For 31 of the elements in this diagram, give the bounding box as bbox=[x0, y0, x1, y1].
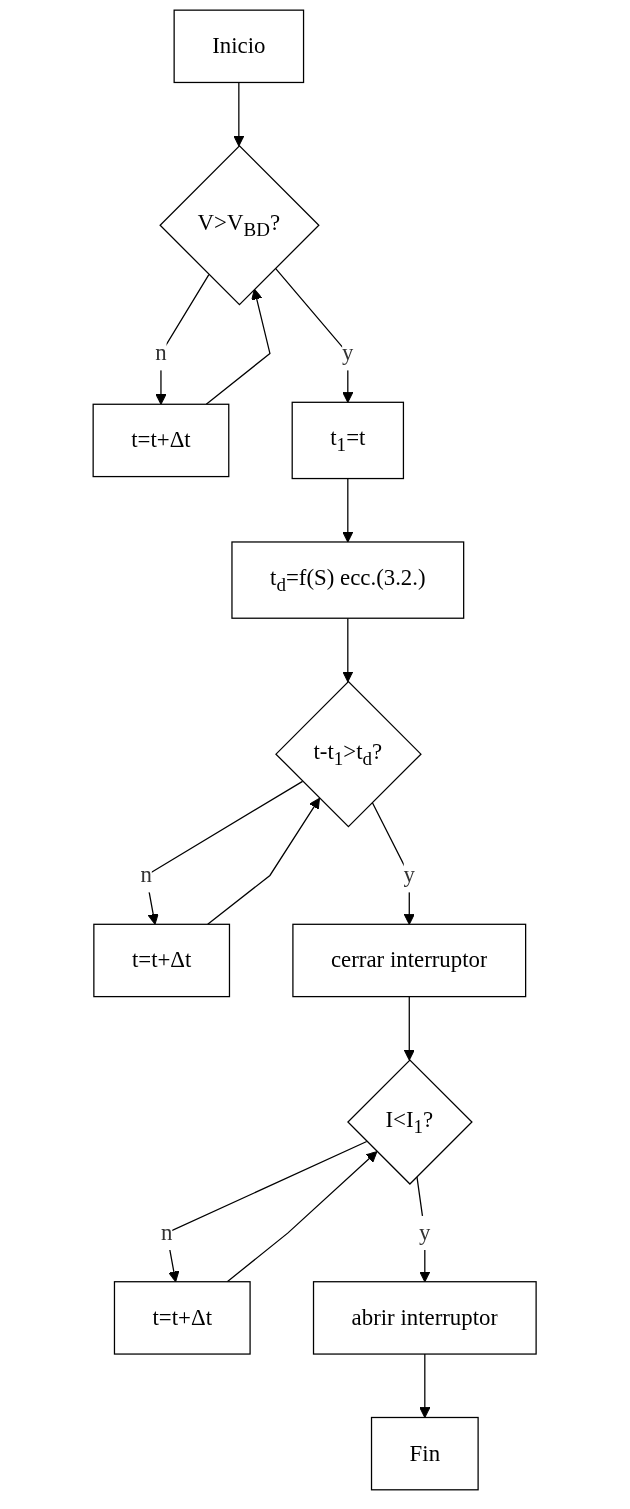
arrow bbox=[342, 477, 354, 543]
node-diamond: V>V$_{BD}$? bbox=[159, 145, 321, 306]
node-diamond: I<I$_{1}$? bbox=[347, 1059, 474, 1185]
arrow bbox=[207, 797, 321, 925]
arrow bbox=[233, 81, 245, 147]
arrow bbox=[155, 274, 210, 405]
edge-label: n bbox=[155, 340, 168, 366]
node-box: abrir interruptor bbox=[313, 1281, 538, 1355]
node-box: t=t+Δt bbox=[93, 923, 231, 998]
arrow bbox=[371, 801, 416, 925]
edge-label: y bbox=[419, 1219, 431, 1245]
node-box: t=t+Δt bbox=[92, 403, 230, 478]
node-box: t$_{1}$=t bbox=[291, 401, 405, 480]
node-box: Inicio bbox=[173, 9, 305, 84]
node-box: Fin bbox=[371, 1416, 480, 1491]
node-box: t$_{d}$=f(S) ecc.(3.2.) bbox=[231, 541, 465, 619]
edge-label: n bbox=[140, 862, 153, 888]
arrow bbox=[419, 1353, 431, 1418]
arrow bbox=[275, 267, 354, 403]
node-diamond: t-t$_{1}$>t$_{d}$? bbox=[275, 680, 423, 828]
edge-label: y bbox=[342, 340, 354, 366]
edge-label: n bbox=[161, 1219, 173, 1245]
arrow bbox=[166, 1140, 368, 1283]
node-box: cerrar interruptor bbox=[292, 923, 527, 998]
arrow bbox=[206, 288, 271, 405]
arrow bbox=[404, 995, 416, 1061]
node-box: t=t+Δt bbox=[114, 1281, 252, 1355]
arrow bbox=[342, 617, 354, 683]
arrow bbox=[145, 780, 304, 925]
arrow bbox=[226, 1151, 378, 1283]
edge-label: y bbox=[403, 862, 416, 888]
